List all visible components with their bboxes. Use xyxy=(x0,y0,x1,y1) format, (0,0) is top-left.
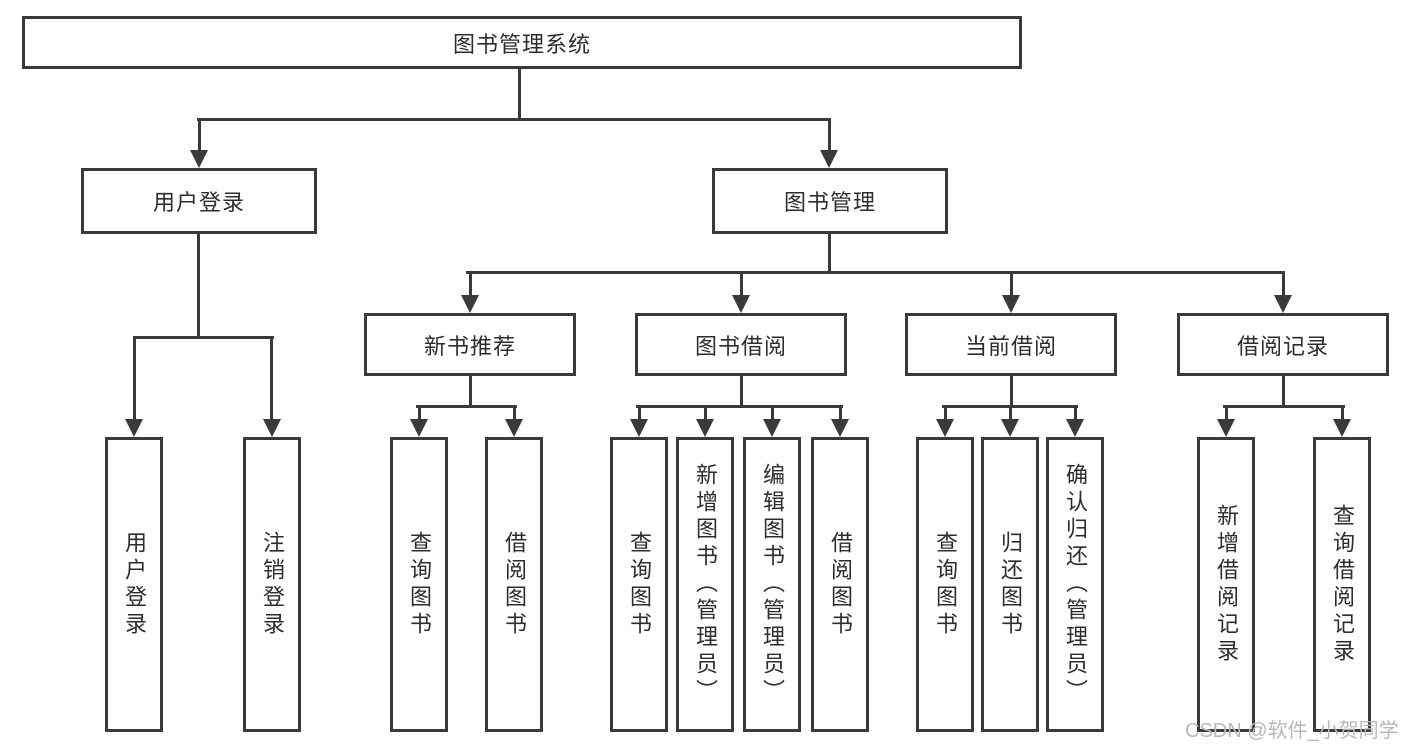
connector-borrow-records-drop xyxy=(1282,271,1285,297)
connector-level3-rail xyxy=(466,271,1284,274)
connector-g3-c2-drop xyxy=(1009,405,1012,421)
connector-g1-c2-drop xyxy=(513,405,516,421)
node-root-library-system: 图书管理系统 xyxy=(22,16,1022,69)
leaf-borrowing-query-books: 查询图书 xyxy=(610,437,668,732)
connector-g1-stem xyxy=(469,376,472,407)
connector-g3-c3-drop xyxy=(1074,405,1077,421)
connector-g2-c1-drop xyxy=(638,405,641,421)
arrow-down-book-mgmt xyxy=(820,150,838,168)
arrow-down-g2-query-books xyxy=(630,419,648,437)
leaf-newbooks-borrow-books: 借阅图书 xyxy=(485,437,543,732)
connector-g2-c2-drop xyxy=(704,405,707,421)
arrow-down-new-books xyxy=(461,295,479,313)
arrow-down-login xyxy=(125,419,143,437)
connector-user-login-stem xyxy=(197,234,200,338)
connector-level2-rail xyxy=(197,118,831,121)
connector-book-mgmt-stem xyxy=(828,234,831,274)
connector-g2-c4-drop xyxy=(839,405,842,421)
arrow-down-g2-add-books xyxy=(696,419,714,437)
connector-new-books-drop xyxy=(469,271,472,297)
arrow-down-current-borrow xyxy=(1002,295,1020,313)
arrow-down-borrow-records xyxy=(1274,295,1292,313)
node-new-book-recommendation: 新书推荐 xyxy=(364,313,576,376)
connector-current-borrow-drop xyxy=(1010,271,1013,297)
arrow-down-g3-confirm-return xyxy=(1066,419,1084,437)
leaf-borrowing-add-books-admin: 新增图书（管理员） xyxy=(676,437,734,732)
node-current-borrowing: 当前借阅 xyxy=(905,313,1117,376)
connector-g1-rail xyxy=(416,405,517,408)
node-borrowing-records: 借阅记录 xyxy=(1177,313,1389,376)
leaf-current-confirm-return-admin: 确认归还（管理员） xyxy=(1046,437,1104,732)
arrow-down-g1-query-books xyxy=(410,419,428,437)
connector-g4-rail xyxy=(1223,405,1345,408)
connector-book-borrow-drop xyxy=(740,271,743,297)
connector-g4-c1-drop xyxy=(1225,405,1228,421)
connector-g3-stem xyxy=(1010,376,1013,407)
node-book-borrowing: 图书借阅 xyxy=(635,313,847,376)
connector-g1-c1-drop xyxy=(418,405,421,421)
arrow-down-g4-add-record xyxy=(1217,419,1235,437)
connector-login-drop xyxy=(133,336,136,421)
connector-book-mgmt-drop xyxy=(828,118,831,152)
connector-user-login-drop xyxy=(198,118,201,152)
connector-g2-c3-drop xyxy=(771,405,774,421)
connector-root-stem xyxy=(518,69,521,118)
connector-g2-rail xyxy=(636,405,843,408)
arrow-down-g3-query-books xyxy=(936,419,954,437)
arrow-down-g2-edit-books xyxy=(763,419,781,437)
connector-user-login-rail xyxy=(133,336,274,339)
connector-g2-stem xyxy=(740,376,743,407)
node-user-login: 用户登录 xyxy=(81,168,317,234)
connector-g4-stem xyxy=(1282,376,1285,407)
arrow-down-g4-query-record xyxy=(1333,419,1351,437)
arrow-down-book-borrow xyxy=(732,295,750,313)
connector-g4-c2-drop xyxy=(1341,405,1344,421)
leaf-borrowing-edit-books-admin: 编辑图书（管理员） xyxy=(743,437,801,732)
leaf-borrowing-borrow-books: 借阅图书 xyxy=(811,437,869,732)
arrow-down-g2-borrow-books xyxy=(831,419,849,437)
csdn-watermark: CSDN @软件_小贺同学 xyxy=(1185,720,1399,742)
arrow-down-logout xyxy=(263,419,281,437)
leaf-records-query-record: 查询借阅记录 xyxy=(1313,437,1371,732)
arrow-down-g3-return-books xyxy=(1001,419,1019,437)
connector-g3-c1-drop xyxy=(944,405,947,421)
node-book-management: 图书管理 xyxy=(712,168,948,234)
arrow-down-user-login xyxy=(190,150,208,168)
leaf-user-login: 用户登录 xyxy=(105,437,163,732)
leaf-current-return-books: 归还图书 xyxy=(981,437,1039,732)
leaf-records-add-record: 新增借阅记录 xyxy=(1197,437,1255,732)
leaf-newbooks-query-books: 查询图书 xyxy=(390,437,448,732)
connector-logout-drop xyxy=(270,336,273,421)
leaf-current-query-books: 查询图书 xyxy=(916,437,974,732)
arrow-down-g1-borrow-books xyxy=(505,419,523,437)
leaf-logout: 注销登录 xyxy=(243,437,301,732)
